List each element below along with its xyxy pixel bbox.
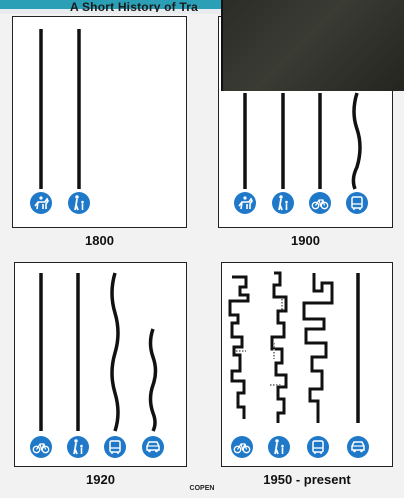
bicycle-icon [309,192,331,214]
path-line [304,273,332,423]
path-line [230,277,248,419]
panel-label-1900: 1900 [218,233,393,248]
pedestrians-icon [67,436,89,458]
car-icon [347,436,369,458]
pedestrians-icon [272,192,294,214]
panel-1800-drawing [13,17,188,229]
panel-1800 [12,16,187,228]
bicycle-icon [231,436,253,458]
path-line [112,273,118,431]
footer-text: COPEN [180,485,224,492]
bus-icon [307,436,329,458]
panel-label-1920: 1920 [14,472,187,487]
bus-icon [104,436,126,458]
panel-1920-drawing [15,263,188,468]
panel-label-1950-present: 1950 - present [221,472,393,487]
panel-1950-present [221,262,393,467]
panel-label-1800: 1800 [12,233,187,248]
horse-rider-icon [30,192,52,214]
bicycle-icon [30,436,52,458]
pedestrians-icon [68,192,90,214]
car-icon [142,436,164,458]
path-line [151,329,156,431]
page-title: A Short History of Tra [70,0,230,12]
path-line [353,93,360,189]
video-overlay[interactable] [221,0,404,91]
bus-icon [346,192,368,214]
panel-1950-drawing [222,263,394,468]
horse-rider-icon [234,192,256,214]
path-line [272,273,286,423]
panel-1920 [14,262,187,467]
pedestrians-icon [268,436,290,458]
